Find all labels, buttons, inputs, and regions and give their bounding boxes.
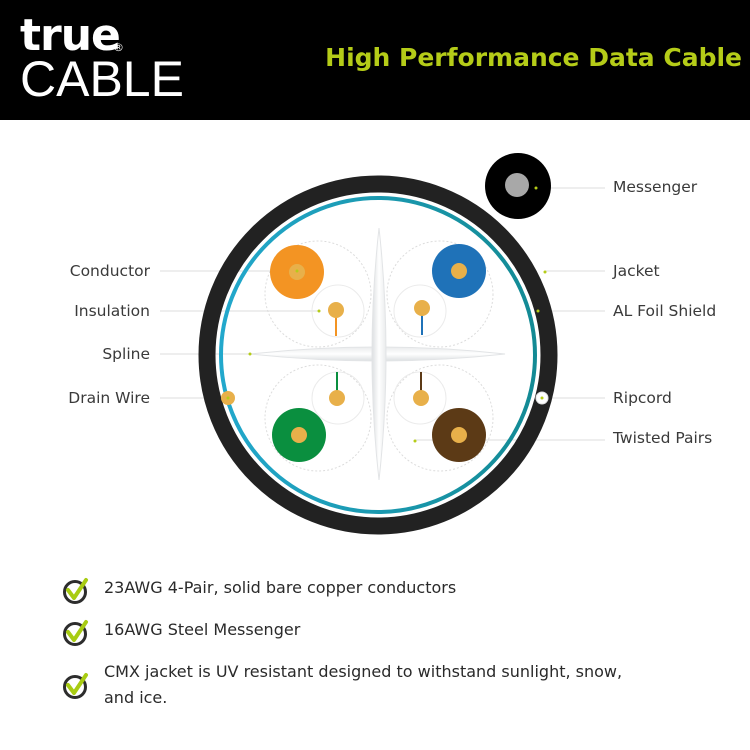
logo-true-text: true (20, 10, 121, 61)
label-spline: Spline (102, 345, 150, 363)
page-title: High Performance Data Cable (325, 43, 742, 72)
feature-text: 16AWG Steel Messenger (104, 620, 301, 639)
al-foil-shield (219, 196, 537, 514)
messenger-core (505, 173, 529, 197)
label-twisted-pairs: Twisted Pairs (613, 429, 713, 447)
cable-cross-section-diagram: Conductor Insulation Spline Drain Wire M… (0, 120, 750, 560)
logo-cable-text: CABLE (20, 51, 184, 107)
pointer-dots (226, 186, 547, 443)
label-jacket: Jacket (613, 262, 660, 280)
label-al-foil-shield: AL Foil Shield (613, 302, 717, 320)
feature-text: CMX jacket is UV resistant designed to w… (104, 662, 623, 707)
check-circle-icon (63, 578, 88, 604)
header-banner: true ® CABLE High Performance Data Cable (0, 0, 750, 120)
spline-vertical (371, 227, 387, 481)
jacket (198, 175, 558, 535)
registered-mark: ® (113, 41, 124, 54)
check-circle-icon (63, 673, 88, 699)
label-drain-wire: Drain Wire (68, 389, 150, 407)
label-messenger: Messenger (613, 178, 698, 196)
feature-text: 23AWG 4-Pair, solid bare copper conducto… (104, 578, 457, 597)
label-insulation: Insulation (74, 302, 150, 320)
label-conductor: Conductor (69, 262, 150, 280)
cable-cross-section-svg (160, 153, 605, 535)
check-circle-icon (63, 620, 88, 646)
label-ripcord: Ripcord (613, 389, 672, 407)
